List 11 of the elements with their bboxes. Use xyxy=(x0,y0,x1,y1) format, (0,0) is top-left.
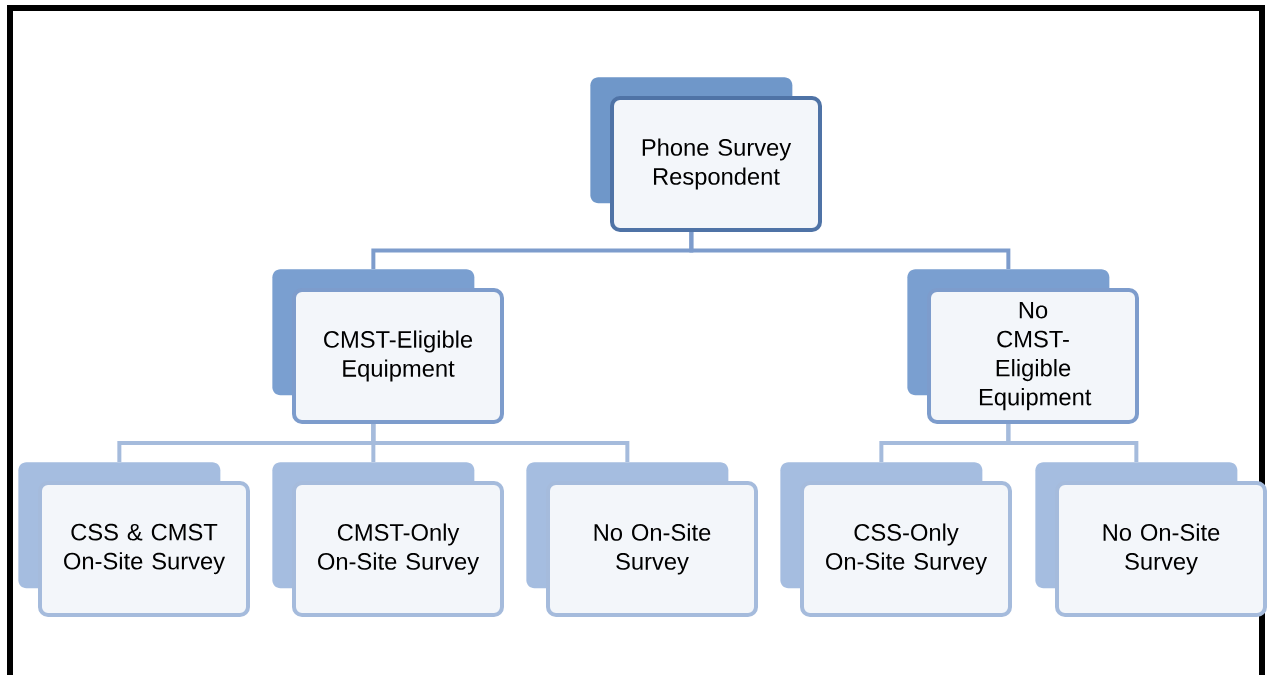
connector xyxy=(371,424,630,462)
process-box: CSS-Only On-Site Survey xyxy=(780,462,1012,617)
connector xyxy=(1006,424,1139,462)
process-box: No On-Site Survey xyxy=(526,462,758,617)
process-box: No On-Site Survey xyxy=(1035,462,1267,617)
process-box: CMST-Only On-Site Survey xyxy=(272,462,504,617)
process-box: CMST-Eligible Equipment xyxy=(272,269,504,424)
process-box: No CMST-Eligible Equipment xyxy=(907,269,1139,424)
process-box: CSS & CMST On-Site Survey xyxy=(18,462,250,617)
process-box: Phone Survey Respondent xyxy=(590,77,822,232)
connector xyxy=(689,232,1011,269)
